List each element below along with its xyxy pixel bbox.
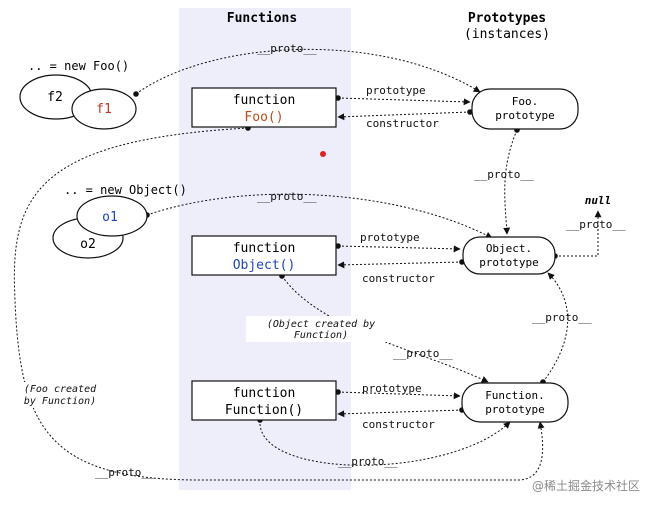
edge-objproto-null (555, 210, 602, 257)
annotation-object-created-1: (Object created by (267, 319, 375, 330)
label-proto-o1: __proto__ (257, 190, 317, 203)
label-prototype-foo: prototype (366, 84, 426, 97)
function-prototype-line1: Function. (485, 389, 545, 402)
object-prototype-line1: Object. (486, 242, 532, 255)
function-foo-name: Foo() (244, 110, 283, 125)
instance-f2-label: f2 (47, 90, 63, 105)
edge-o1-proto (146, 193, 493, 239)
function-function-keyword: function (233, 386, 296, 401)
label-proto-functionfn: __proto__ (338, 455, 398, 468)
edge-functionfn-proto (259, 419, 511, 466)
label-prototype-object: prototype (360, 231, 420, 244)
edge-objectfn-proto (281, 275, 489, 383)
label-proto-fnproto: __proto__ (532, 311, 592, 324)
function-prototype-node: Function. prototype (461, 382, 569, 423)
foo-instances-caption: .. = new Foo() (28, 59, 129, 73)
edge-function-constructor (337, 409, 463, 418)
edge-function-prototype (337, 391, 461, 400)
function-function-name: Function() (225, 403, 303, 418)
annotation-object-created-2: Function) (294, 330, 348, 341)
functions-header: Functions (227, 11, 297, 26)
annotation-foo-created-2: by Function) (24, 396, 96, 407)
watermark: @稀土掘金技术社区 (532, 478, 640, 493)
label-proto-objproto: __proto__ (566, 218, 626, 231)
red-dot (320, 151, 326, 157)
label-prototype-function: prototype (362, 382, 422, 395)
foo-prototype-node: Foo. prototype (471, 88, 579, 130)
object-prototype-line2: prototype (479, 256, 539, 269)
prototypes-header: Prototypes (468, 11, 546, 26)
object-instances-caption: .. = new Object() (64, 183, 187, 197)
edge-object-prototype (337, 245, 461, 253)
label-constructor-foo: constructor (366, 117, 439, 130)
edge-fooproto-proto (503, 129, 518, 235)
instance-o1: o1 (76, 195, 148, 237)
instance-f1-label: f1 (96, 102, 112, 117)
function-prototype-line2: prototype (485, 403, 545, 416)
instance-f1: f1 (71, 88, 137, 130)
null-terminal: null (585, 194, 612, 207)
instances-subheader: (instances) (464, 27, 550, 42)
function-function-box: function Function() (191, 380, 337, 421)
label-proto-foofn: __proto__ (95, 466, 155, 479)
annotation-foo-created-1: (Foo created (24, 384, 97, 395)
label-constructor-function: constructor (362, 418, 435, 431)
function-object-name: Object() (233, 258, 296, 273)
label-proto-fooproto: __proto__ (474, 168, 534, 181)
function-foo-keyword: function (233, 93, 296, 108)
edge-fnproto-proto (542, 272, 569, 383)
function-object-box: function Object() (191, 235, 337, 276)
function-object-keyword: function (233, 241, 296, 256)
edge-foo-prototype (337, 97, 471, 106)
instance-o1-label: o1 (102, 210, 118, 225)
label-constructor-object: constructor (362, 272, 435, 285)
label-proto-objectfn: __proto__ (393, 347, 453, 360)
edge-object-constructor (337, 261, 463, 269)
label-proto-f1: __proto__ (257, 42, 317, 55)
instance-o2-label: o2 (80, 237, 96, 252)
function-foo-box: function Foo() (191, 87, 337, 128)
foo-prototype-line2: prototype (495, 109, 555, 122)
object-prototype-node: Object. prototype (462, 236, 556, 275)
foo-prototype-line1: Foo. (512, 95, 539, 108)
